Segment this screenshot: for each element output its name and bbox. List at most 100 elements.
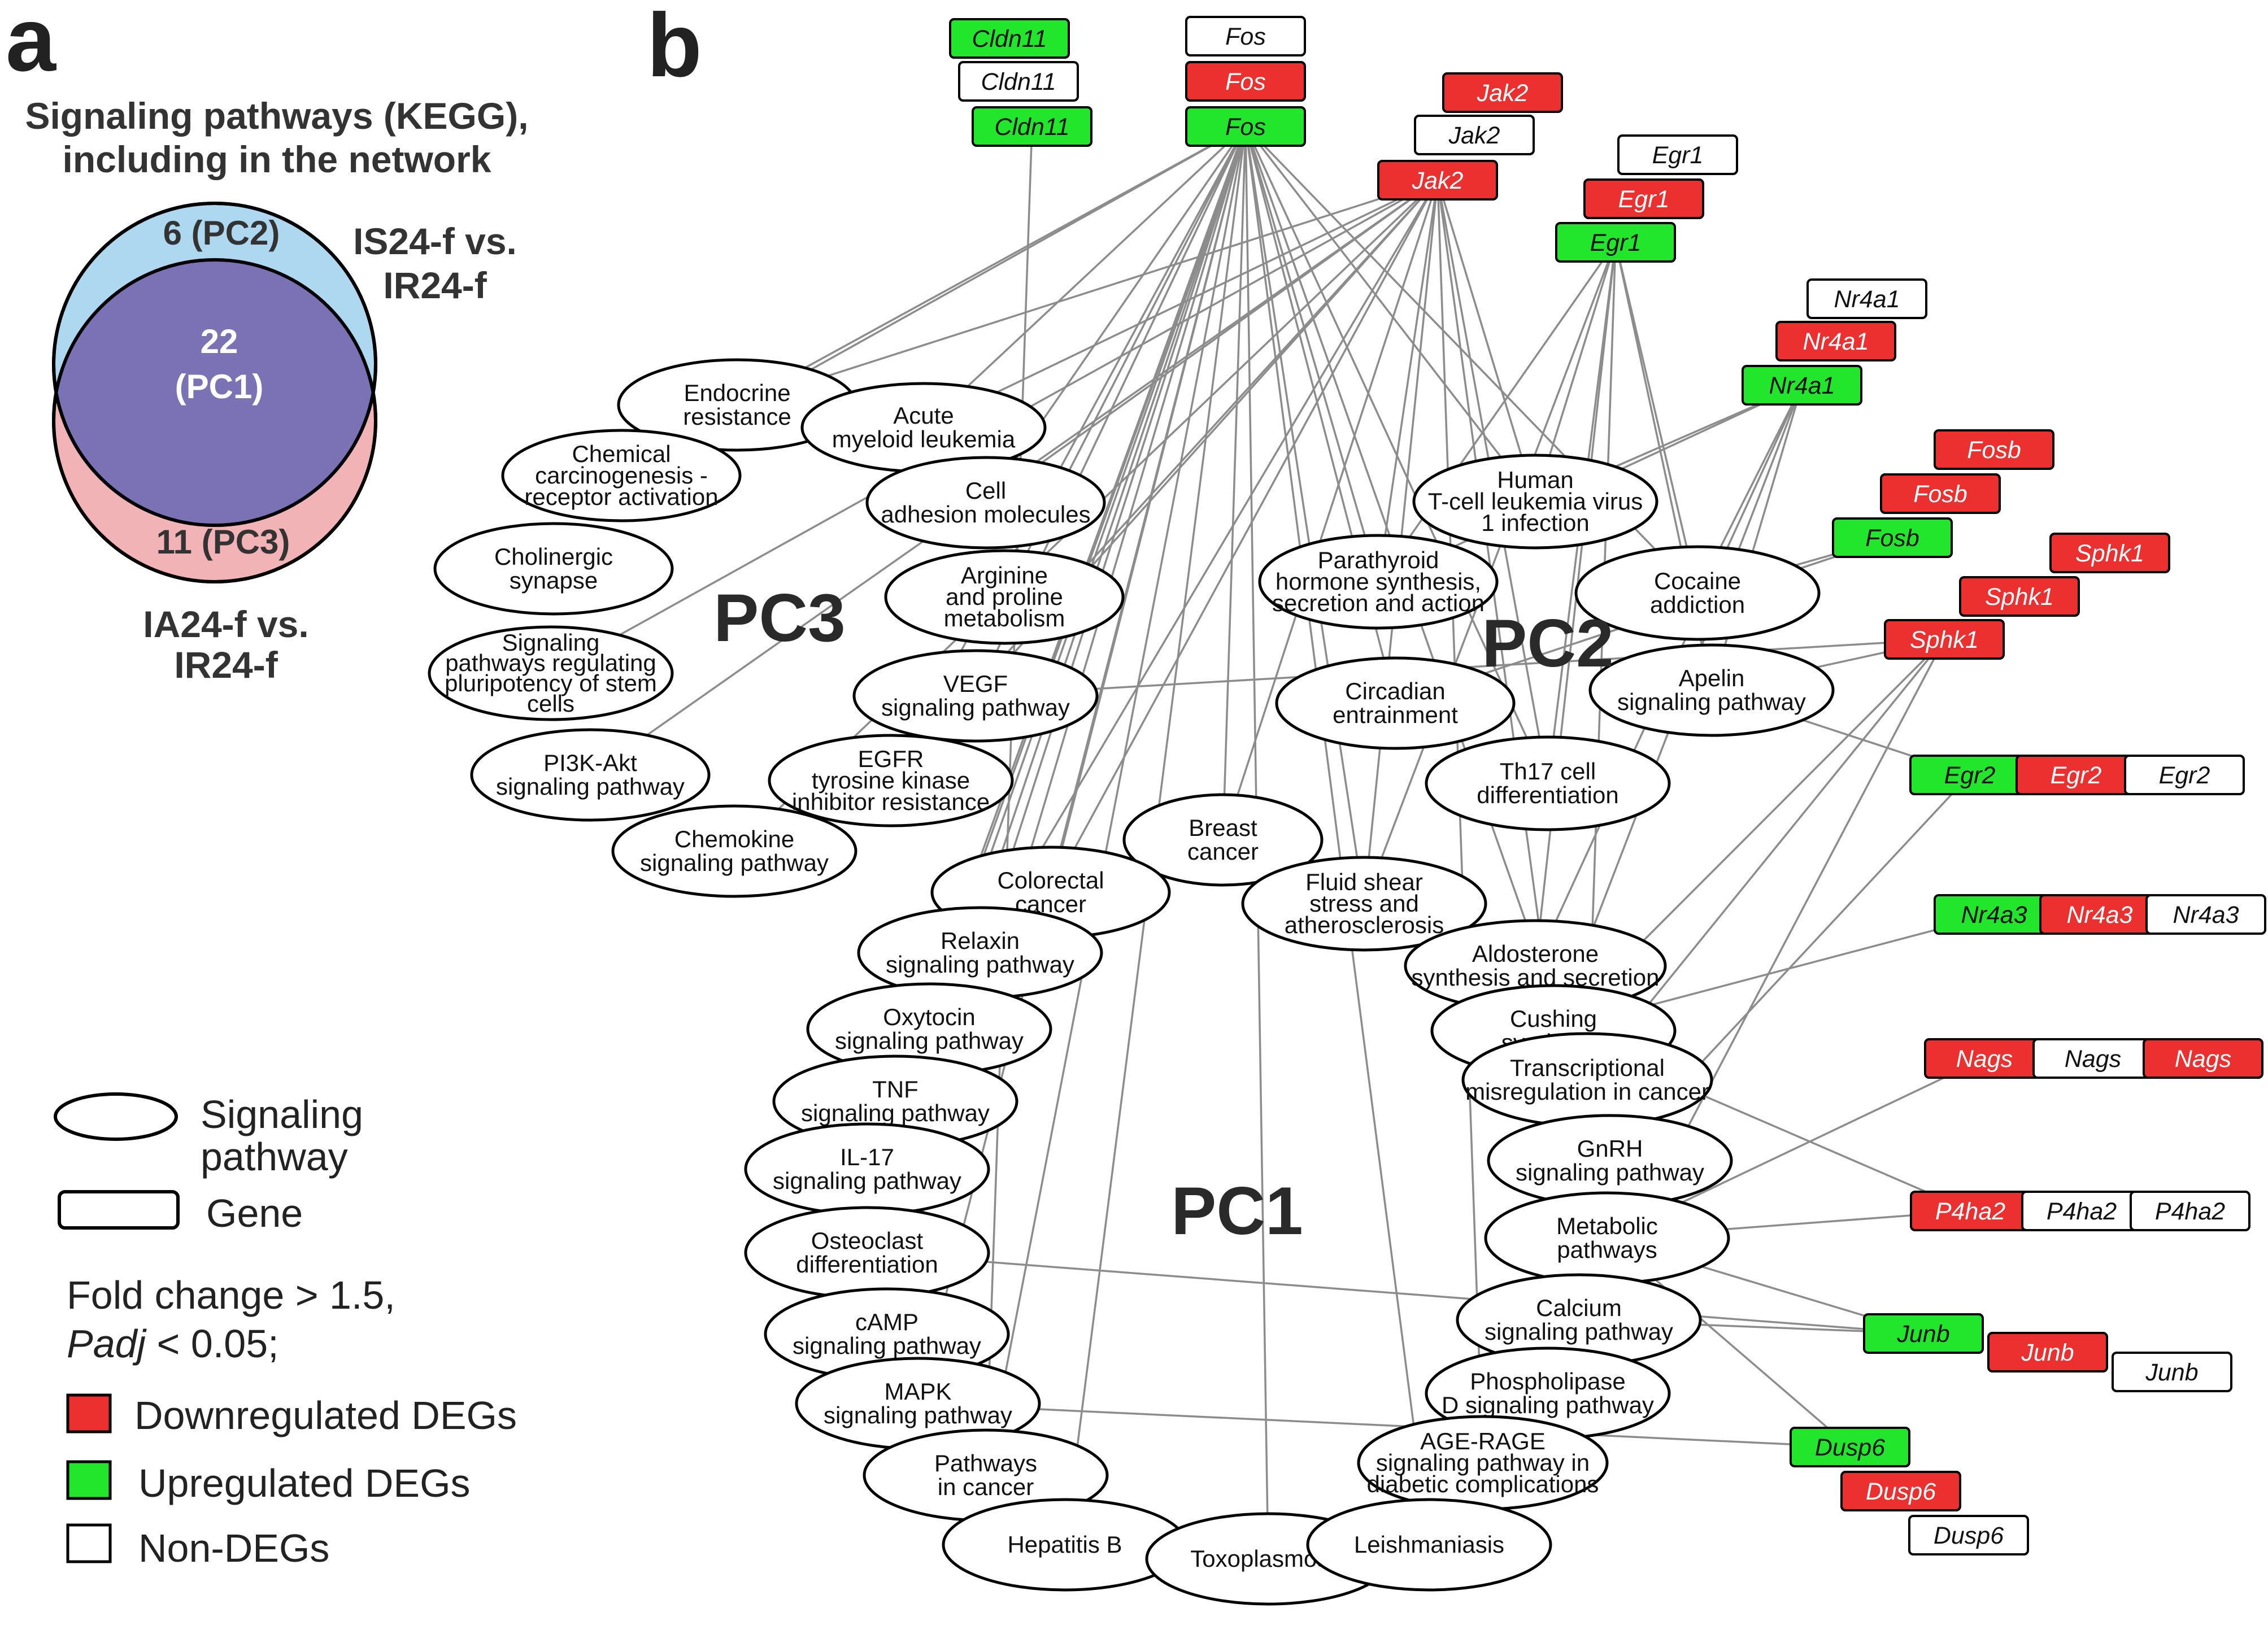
gene-box-down [1377, 160, 1498, 201]
gene-node-fosb_down[interactable]: Fosb [1934, 429, 2054, 470]
gene-node-dusp6_down[interactable]: Dusp6 [1840, 1471, 1961, 1511]
edge-jak2_down2-age [1436, 180, 1484, 1463]
pathway-label: differentiation [796, 1251, 938, 1278]
pathway-label: Chemical [572, 441, 671, 467]
gene-node-nr4a3_up[interactable]: Nr4a3 [1934, 894, 2054, 935]
pathway-ellipse [1574, 545, 1821, 641]
gene-node-sphk1_down3[interactable]: Sphk1 [1884, 619, 2005, 660]
gene-node-nr4a3_non[interactable]: Nr4a3 [2145, 894, 2266, 935]
gene-node-cldn11_up[interactable]: Cldn11 [949, 18, 1070, 59]
gene-node-jak2_non[interactable]: Jak2 [1414, 115, 1535, 155]
gene-node-fosb_down2[interactable]: Fosb [1880, 473, 2001, 514]
pathway-label: Parathyroid [1318, 547, 1439, 573]
edge-jak2_down2-htlv [1436, 180, 1536, 502]
gene-node-egr1_down[interactable]: Egr1 [1583, 178, 1704, 219]
gene-node-fos_non[interactable]: Fos [1185, 16, 1306, 56]
gene-node-nr4a1_non[interactable]: Nr4a1 [1806, 278, 1927, 319]
pathway-node-leish[interactable]: Leishmaniasis [1306, 1498, 1552, 1592]
pathway-label: pathways [1557, 1236, 1657, 1263]
pathway-node-hepb[interactable]: Hepatitis B [942, 1498, 1188, 1592]
gene-node-junb_down[interactable]: Junb [1987, 1332, 2108, 1372]
gene-box-up [1863, 1313, 1984, 1354]
pathway-label: misregulation in cancer [1465, 1078, 1709, 1105]
gene-node-fosb_up[interactable]: Fosb [1832, 517, 1953, 558]
pathway-label: metabolism [944, 605, 1065, 631]
gene-node-egr2_non[interactable]: Egr2 [2124, 755, 2245, 795]
pathway-label: adhesion molecules [881, 501, 1090, 528]
gene-node-p4ha2_down[interactable]: P4ha2 [1910, 1191, 2031, 1231]
gene-node-nr4a1_down[interactable]: Nr4a1 [1775, 321, 1896, 361]
gene-node-nags_down[interactable]: Nags [1924, 1038, 2045, 1079]
gene-label: Jak2 [1448, 122, 1500, 149]
gene-node-cldn11_up2[interactable]: Cldn11 [972, 106, 1092, 147]
gene-label: Egr2 [1944, 762, 1996, 789]
gene-node-dusp6_non[interactable]: Dusp6 [1908, 1515, 2029, 1555]
gene-node-sphk1_down[interactable]: Sphk1 [2049, 533, 2170, 573]
gene-node-sphk1_down2[interactable]: Sphk1 [1959, 576, 2080, 617]
gene-node-dusp6_up[interactable]: Dusp6 [1790, 1427, 1910, 1467]
pathway-label: Oxytocin [883, 1004, 975, 1030]
gene-node-junb_non[interactable]: Junb [2112, 1352, 2232, 1392]
gene-node-p4ha2_non[interactable]: P4ha2 [2021, 1191, 2142, 1231]
pathway-label: Endocrine [684, 380, 790, 406]
venn-title-line1: Signaling pathways (KEGG), [25, 95, 528, 137]
gene-node-egr2_up[interactable]: Egr2 [1909, 755, 2030, 795]
pathway-label: Transcriptional [1510, 1055, 1665, 1081]
gene-box-non [1185, 16, 1306, 56]
gene-node-junb_up[interactable]: Junb [1863, 1313, 1984, 1354]
venn-overlap-pc1 [54, 260, 376, 525]
gene-node-jak2_down[interactable]: Jak2 [1442, 72, 1563, 113]
pathway-label: cAMP [855, 1309, 918, 1335]
gene-node-cldn11_non[interactable]: Cldn11 [958, 61, 1079, 102]
gene-node-egr2_down[interactable]: Egr2 [2015, 755, 2136, 795]
gene-node-nags_non[interactable]: Nags [2032, 1038, 2153, 1079]
gene-box-non [958, 61, 1079, 102]
pathway-ellipse [768, 734, 1014, 827]
edge-fos_up-aml [922, 125, 1247, 429]
gene-node-jak2_down2[interactable]: Jak2 [1377, 160, 1498, 201]
gene-node-nr4a3_down[interactable]: Nr4a3 [2039, 894, 2160, 935]
pathway-label: Th17 cell [1500, 758, 1596, 785]
gene-box-up [1790, 1427, 1910, 1467]
pathway-label: stress and [1309, 890, 1419, 917]
gene-node-fos_up[interactable]: Fos [1185, 106, 1306, 147]
gene-node-egr1_non[interactable]: Egr1 [1617, 134, 1738, 175]
gene-node-egr1_up[interactable]: Egr1 [1555, 222, 1676, 263]
gene-node-nr4a1_up[interactable]: Nr4a1 [1742, 365, 1862, 406]
gene-node-p4ha2_non2[interactable]: P4ha2 [2130, 1191, 2250, 1231]
gene-node-nags_down2[interactable]: Nags [2143, 1038, 2263, 1079]
gene-node-fos_down[interactable]: Fos [1185, 61, 1306, 102]
